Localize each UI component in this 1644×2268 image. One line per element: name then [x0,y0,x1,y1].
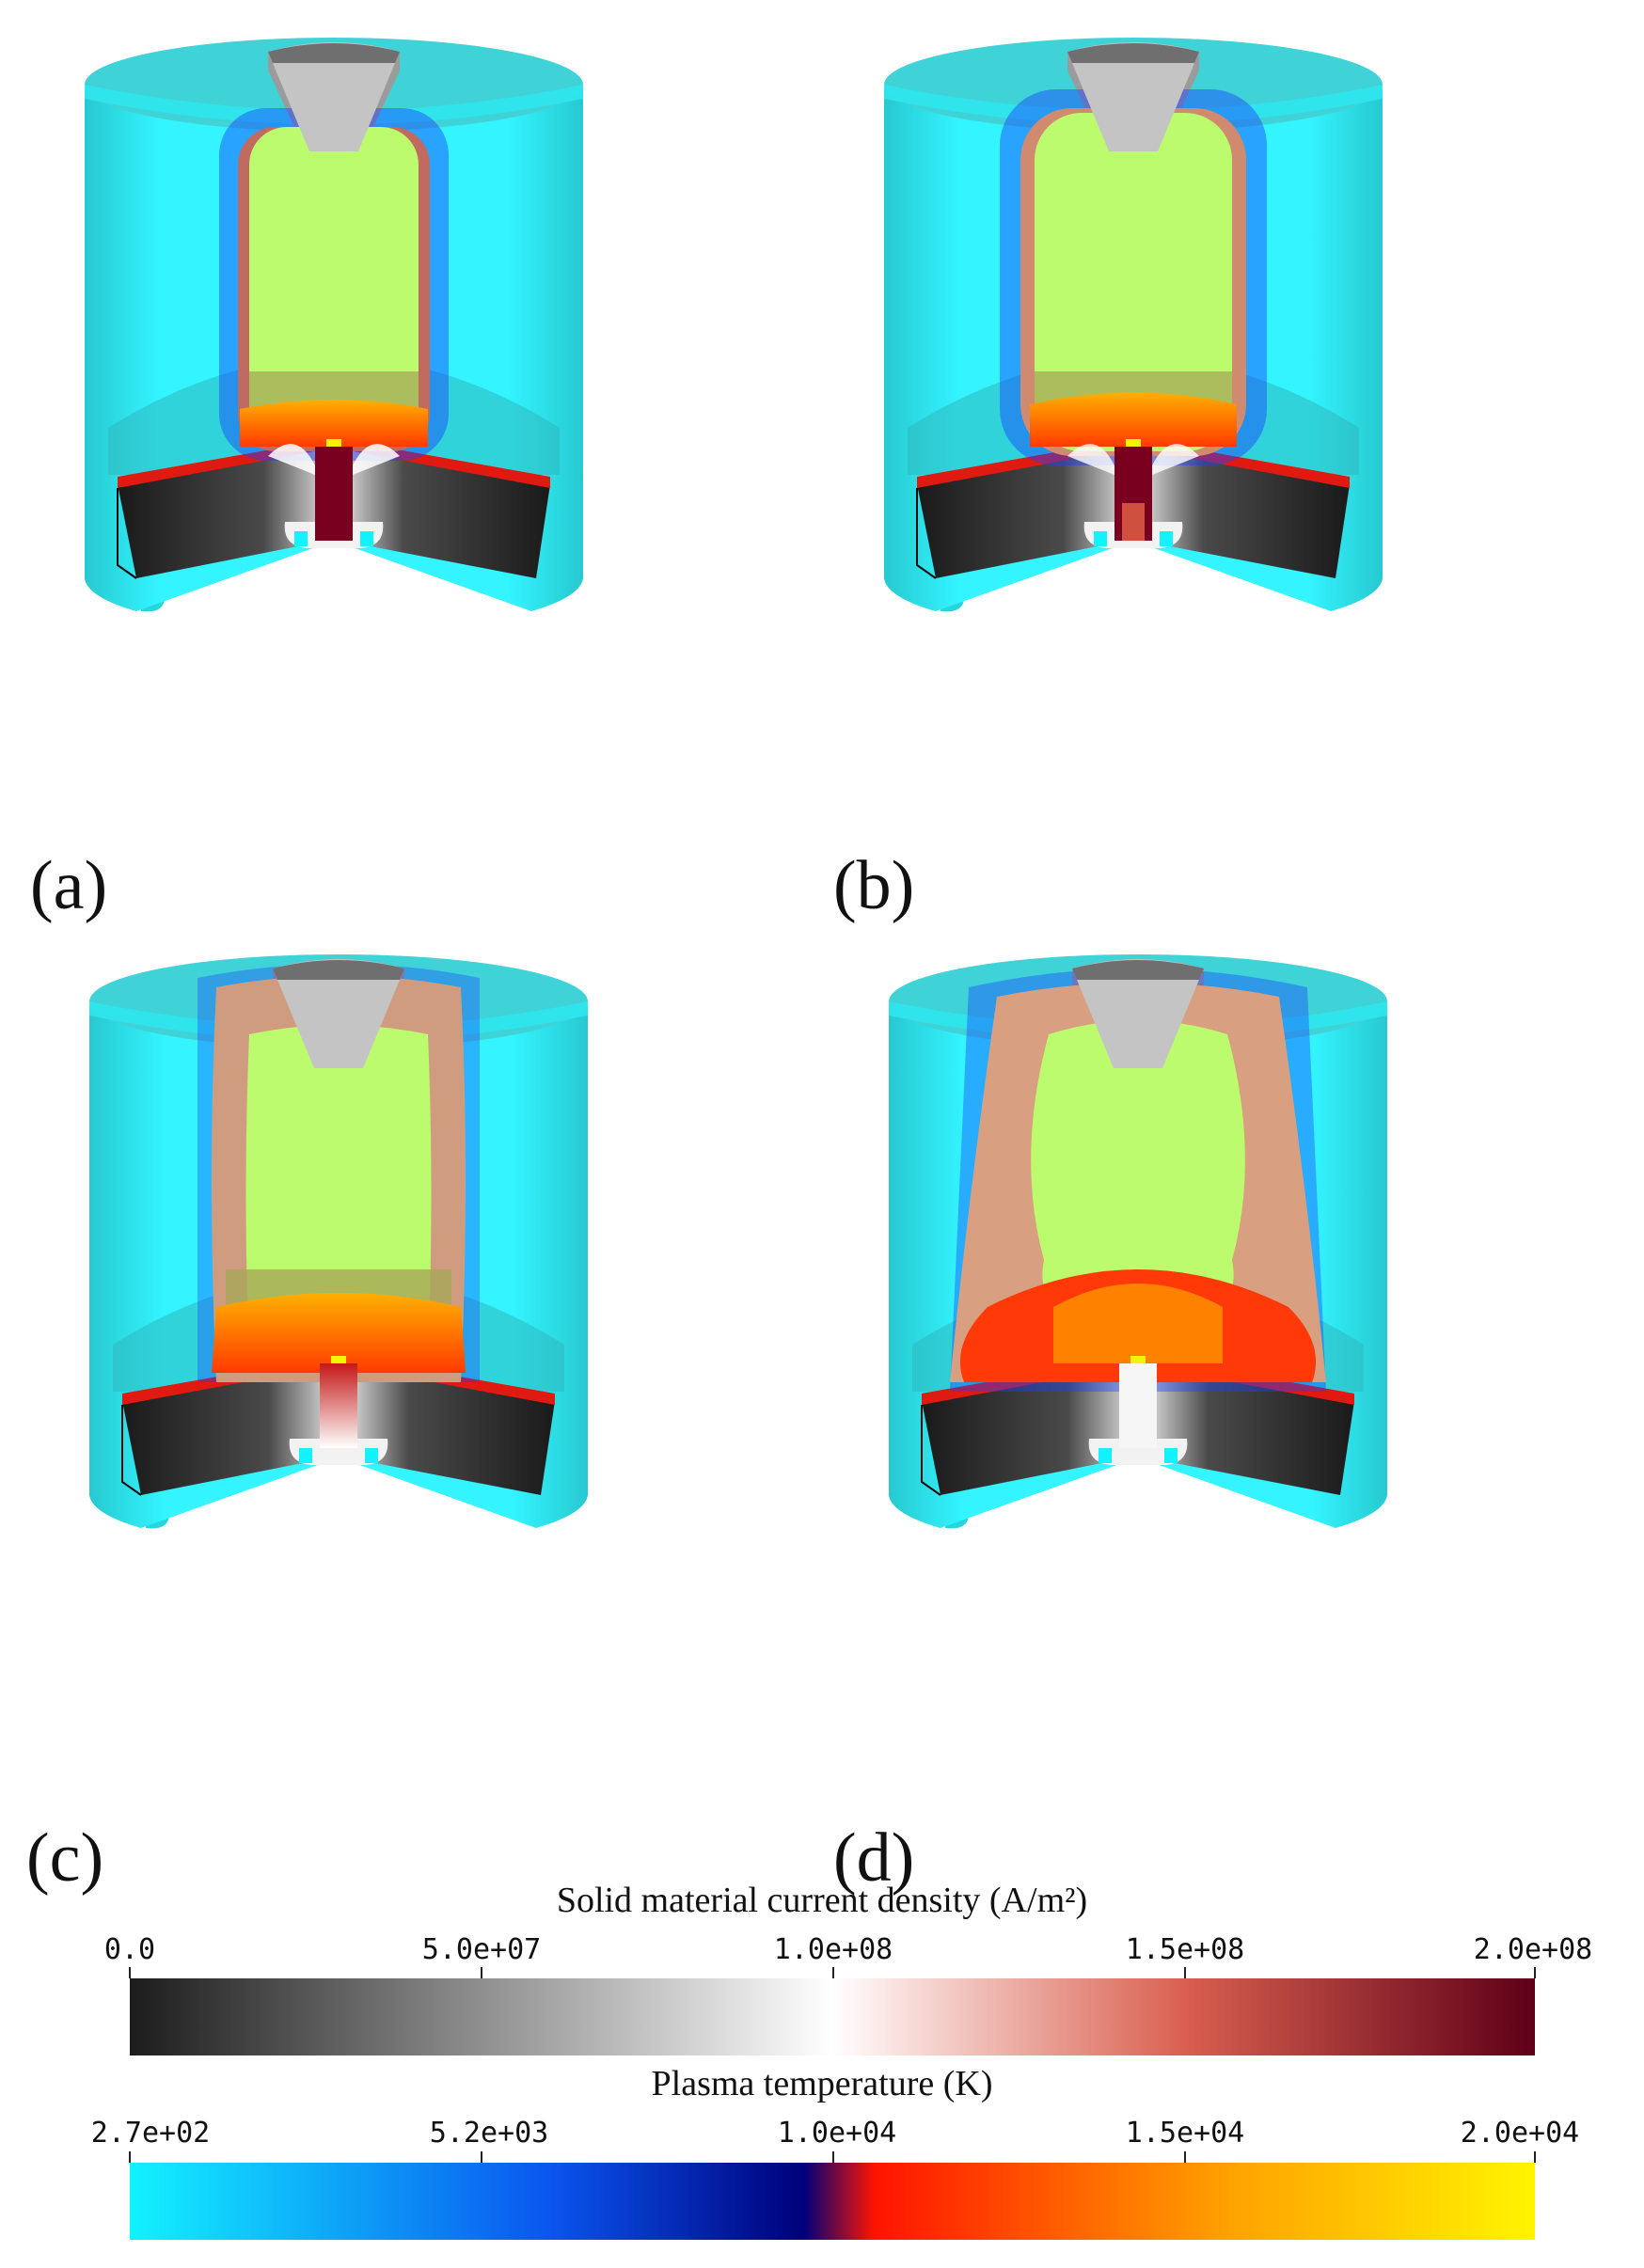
panel-c [88,953,589,1530]
colorbar-current-tick-4: 2.0e+08 [1474,1933,1592,1966]
colorbar-temperature-tick-4: 2.0e+04 [1461,2117,1579,2150]
panel-label-c: (c) [26,1819,103,1897]
plasma-arc-d [950,969,1326,1392]
electrode-b [1067,42,1199,151]
colorbar-temperature-tick-2: 1.0e+04 [778,2117,896,2150]
colorbar-current-tick-3: 1.5e+08 [1126,1933,1244,1966]
plasma-arc-c [198,964,480,1382]
cathode-column-c [320,1356,357,1448]
colorbar-temperature-tick-0: 2.7e+02 [91,2117,210,2150]
colorbar-current-gradient [130,1978,1535,2055]
colorbar-current-title: Solid material current density (A/m²) [557,1881,1087,1920]
colorbar-current-tick-2: 1.0e+08 [774,1933,893,1966]
plasma-arc-a [219,108,449,461]
colorbar-temperature-title: Plasma temperature (K) [652,2064,993,2103]
colorbar-current-tickmarks [129,1967,1536,1978]
colorbar-current-density: Solid material current density (A/m²) 0.… [104,1881,1592,2055]
panel-label-a: (a) [30,847,107,924]
colorbar-current-tick-0: 0.0 [104,1933,155,1966]
plasma-arc-b [1000,89,1267,465]
panel-a [84,37,584,613]
cathode-column-d [1119,1356,1157,1448]
cathode-column-b [1067,439,1199,541]
colorbar-temperature-tick-3: 1.5e+04 [1126,2117,1244,2150]
panel-b [883,37,1383,613]
colorbar-temperature-tick-1: 5.2e+03 [430,2117,548,2150]
colorbar-temperature-tickmarks [129,2151,1536,2163]
panel-label-b: (b) [833,847,914,924]
electrode-a [268,42,400,151]
panel-label-d: (d) [833,1819,914,1897]
colorbar-temperature-gradient [130,2163,1535,2240]
panel-d [888,953,1388,1530]
electrode-c [273,959,404,1068]
electrode-d [1072,959,1204,1068]
colorbar-current-tick-1: 5.0e+07 [422,1933,541,1966]
colorbar-plasma-temperature: Plasma temperature (K) 2.7e+02 5.2e+03 1… [91,2064,1579,2240]
cathode-column-a [268,439,400,541]
